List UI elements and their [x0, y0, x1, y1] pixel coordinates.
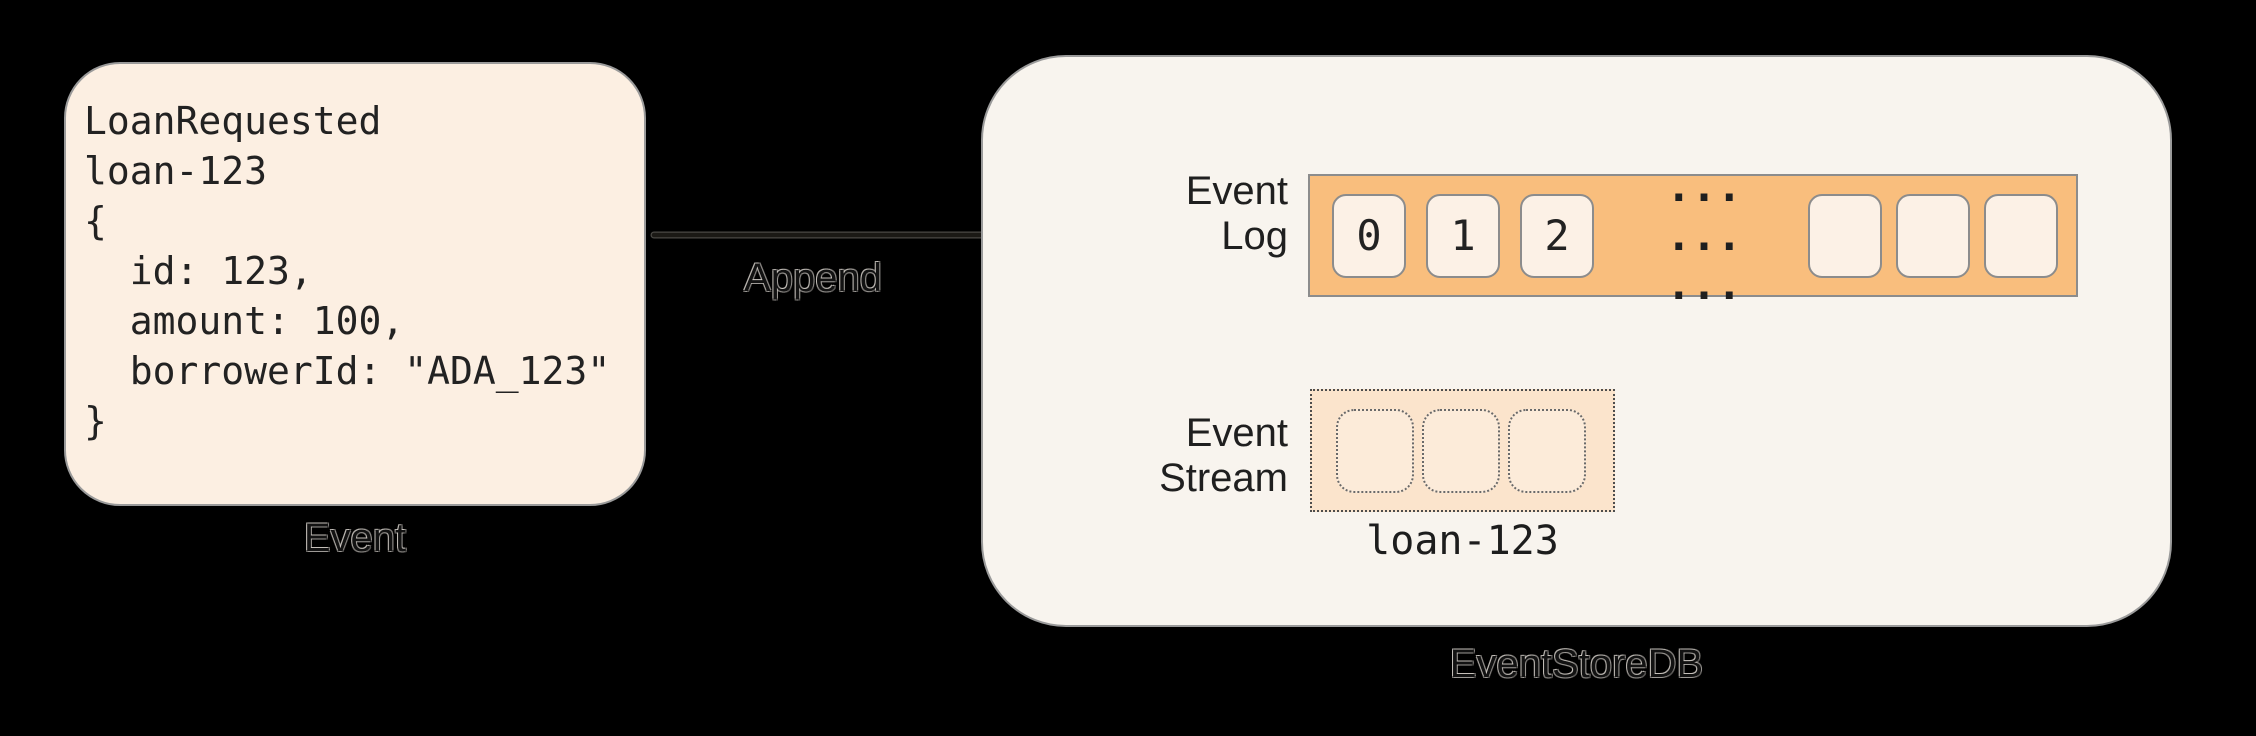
eventstoredb-label: EventStoreDB	[1449, 642, 1704, 686]
log-cell-1: 1	[1426, 193, 1500, 278]
event-log-bar: 0 1 2 ... ... ...	[1308, 162, 2078, 309]
code-line: amount: 100,	[84, 299, 405, 343]
event-card	[64, 62, 646, 506]
code-line: id: 123,	[84, 249, 313, 293]
event-stream-label: Event Stream	[1088, 411, 1288, 501]
stream-empty-cell	[1336, 408, 1414, 493]
event-log-label: Event Log	[1088, 169, 1288, 259]
log-cell-2: 2	[1520, 193, 1594, 278]
code-line: LoanRequested	[84, 99, 382, 143]
code-line: loan-123	[84, 149, 268, 193]
event-stream-box	[1310, 389, 1615, 512]
log-cell-0: 0	[1332, 193, 1406, 278]
stream-empty-cell	[1508, 408, 1586, 493]
code-line: borrowerId: "ADA_123"	[84, 349, 611, 393]
event-log-label-line2: Log	[1221, 214, 1288, 258]
log-empty-cell	[1984, 193, 2058, 278]
eventstoredb-box	[981, 55, 2172, 627]
append-label: Append	[744, 256, 882, 300]
log-empty-cell	[1808, 193, 1882, 278]
code-line: {	[84, 199, 107, 243]
event-code-block: LoanRequested loan-123 { id: 123, amount…	[84, 96, 610, 446]
stream-name-label: loan-123	[1366, 518, 1559, 564]
event-stream-label-line1: Event	[1185, 411, 1288, 455]
log-empty-cell	[1896, 193, 1970, 278]
event-card-label: Event	[303, 516, 407, 560]
code-line: }	[84, 399, 107, 443]
event-log-label-line1: Event	[1185, 169, 1288, 213]
stream-empty-cell	[1422, 408, 1500, 493]
event-stream-label-line2: Stream	[1159, 456, 1288, 500]
log-ellipsis: ... ... ...	[1666, 162, 1742, 309]
